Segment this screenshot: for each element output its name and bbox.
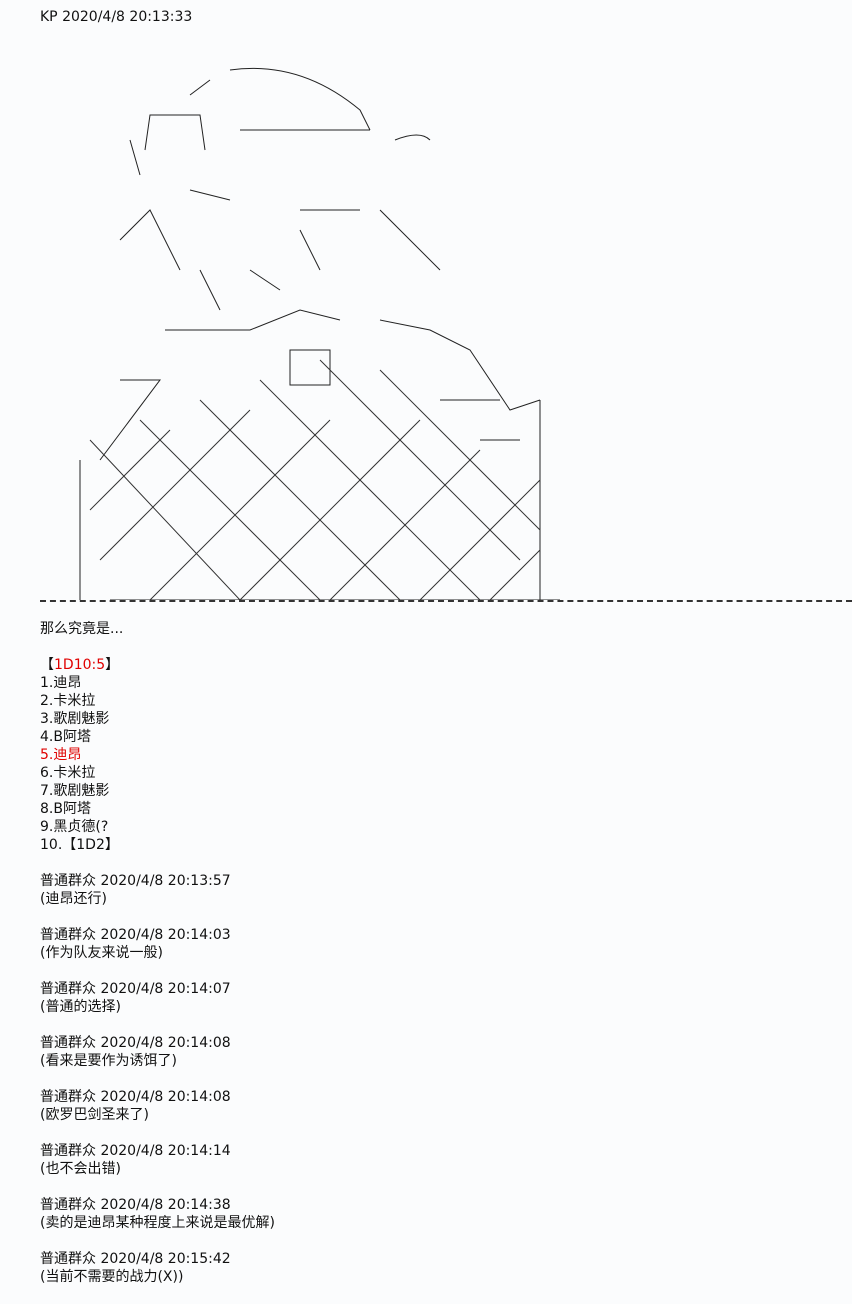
option-item: 6.卡米拉 — [40, 765, 96, 781]
comment-text: (迪昂还行) — [40, 891, 107, 907]
post-author: KP — [40, 9, 58, 25]
option-item: 8.B阿塔 — [40, 801, 91, 817]
comment-time: 2020/4/8 20:14:08 — [100, 1035, 231, 1051]
comment-text: (作为队友来说一般) — [40, 945, 163, 961]
comment-header: 普通群众 2020/4/8 20:14:03 — [40, 926, 275, 944]
comment-time: 2020/4/8 20:14:08 — [100, 1089, 231, 1105]
comment-time: 2020/4/8 20:14:14 — [100, 1143, 231, 1159]
post-timestamp: 2020/4/8 20:13:33 — [62, 9, 193, 25]
option-item: 4.B阿塔 — [40, 729, 91, 745]
post-body: 那么究竟是... 【1D10:5】 1.迪昂 2.卡米拉 3.歌剧魅影 4.B阿… — [40, 620, 275, 1304]
comment-author: 普通群众 — [40, 1251, 96, 1267]
option-item: 1.迪昂 — [40, 675, 82, 691]
comment-author: 普通群众 — [40, 981, 96, 997]
comment-header: 普通群众 2020/4/8 20:14:07 — [40, 980, 275, 998]
comment-text: (也不会出错) — [40, 1161, 121, 1177]
bracket-open: 【 — [40, 657, 54, 673]
post-intro: 那么究竟是... — [40, 621, 124, 637]
bracket-close: 】 — [105, 657, 120, 673]
option-item: 3.歌剧魅影 — [40, 711, 110, 727]
comment-text: (看来是要作为诱饵了) — [40, 1053, 177, 1069]
comment-author: 普通群众 — [40, 1035, 96, 1051]
comment-text: (卖的是迪昂某种程度上来说是最优解) — [40, 1215, 275, 1231]
option-list: 1.迪昂 2.卡米拉 3.歌剧魅影 4.B阿塔 5.迪昂 6.卡米拉 7.歌剧魅… — [40, 674, 275, 854]
comment-time: 2020/4/8 20:14:07 — [100, 981, 231, 997]
comment: 普通群众 2020/4/8 20:14:14(也不会出错) — [40, 1142, 275, 1178]
comment: 普通群众 2020/4/8 20:14:08(看来是要作为诱饵了) — [40, 1034, 275, 1070]
comment-header: 普通群众 2020/4/8 20:13:57 — [40, 872, 275, 890]
comment-header: 普通群众 2020/4/8 20:14:14 — [40, 1142, 275, 1160]
comment-header: 普通群众 2020/4/8 20:14:08 — [40, 1088, 275, 1106]
option-item: 9.黑贞德(? — [40, 819, 109, 835]
comment-author: 普通群众 — [40, 1197, 96, 1213]
post-header: KP 2020/4/8 20:13:33 — [40, 8, 192, 26]
comment: 普通群众 2020/4/8 20:14:03(作为队友来说一般) — [40, 926, 275, 962]
option-item: 10.【1D2】 — [40, 837, 119, 853]
comment-time: 2020/4/8 20:14:38 — [100, 1197, 231, 1213]
comment: 普通群众 2020/4/8 20:14:08(欧罗巴剑圣来了) — [40, 1088, 275, 1124]
comment-header: 普通群众 2020/4/8 20:15:42 — [40, 1250, 275, 1268]
comment-list: 普通群众 2020/4/8 20:13:57(迪昂还行)普通群众 2020/4/… — [40, 872, 275, 1286]
dice-roll: 【1D10:5】 — [40, 656, 275, 674]
comment-time: 2020/4/8 20:15:42 — [100, 1251, 231, 1267]
comment-time: 2020/4/8 20:13:57 — [100, 873, 231, 889]
comment-time: 2020/4/8 20:14:03 — [100, 927, 231, 943]
comment-author: 普通群众 — [40, 873, 96, 889]
comment-text: (当前不需要的战力(X)) — [40, 1269, 184, 1285]
option-item-selected: 5.迪昂 — [40, 747, 82, 763]
comment-author: 普通群众 — [40, 1089, 96, 1105]
comment-author: 普通群众 — [40, 927, 96, 943]
comment-author: 普通群众 — [40, 1143, 96, 1159]
comment: 普通群众 2020/4/8 20:14:07(普通的选择) — [40, 980, 275, 1016]
comment-header: 普通群众 2020/4/8 20:14:08 — [40, 1034, 275, 1052]
dice-roll-result: 1D10:5 — [54, 657, 106, 673]
comment: 普通群众 2020/4/8 20:14:38(卖的是迪昂某种程度上来说是最优解) — [40, 1196, 275, 1232]
separator-line — [40, 600, 852, 602]
option-item: 2.卡米拉 — [40, 693, 96, 709]
comment-text: (普通的选择) — [40, 999, 121, 1015]
comment: 普通群众 2020/4/8 20:13:57(迪昂还行) — [40, 872, 275, 908]
comment: 普通群众 2020/4/8 20:15:42(当前不需要的战力(X)) — [40, 1250, 275, 1286]
option-item: 7.歌剧魅影 — [40, 783, 110, 799]
ascii-art-illustration — [79, 67, 560, 600]
comment-header: 普通群众 2020/4/8 20:14:38 — [40, 1196, 275, 1214]
comment-text: (欧罗巴剑圣来了) — [40, 1107, 149, 1123]
